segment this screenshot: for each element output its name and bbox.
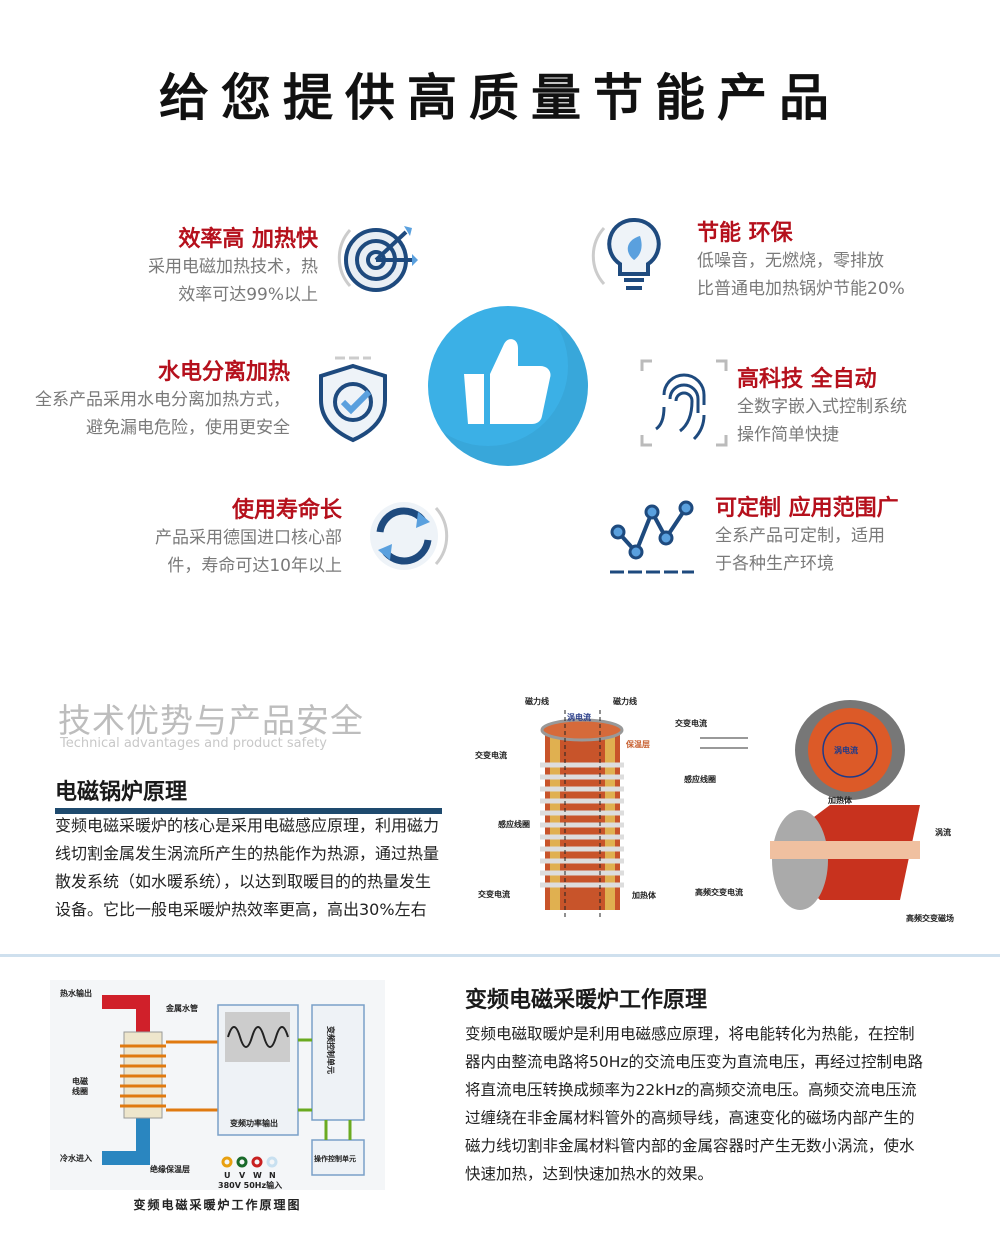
principle1-text: 变频电磁采暖炉的核心是采用电磁感应原理，利用磁力 线切割金属发生涡流所产生的热能…	[55, 812, 439, 924]
text-line: 过缠绕在非金属材料管外的高频导线，高速变化的磁场内部产生的	[465, 1109, 915, 1127]
feature-automation: 高科技 全自动 全数字嵌入式控制系统 操作简单快捷	[737, 361, 907, 449]
principle2-heading: 变频电磁采暖炉工作原理	[465, 988, 708, 1013]
feature-title: 使用寿命长	[231, 498, 342, 523]
label: 交变电流	[475, 750, 507, 760]
feature-title: 水电分离加热	[157, 360, 290, 385]
text-line: 线切割金属发生涡流所产生的热能作为热源，通过热量	[55, 844, 440, 863]
label: U	[224, 1171, 231, 1180]
feature-desc: 操作简单快捷	[737, 425, 839, 445]
refresh-icon	[370, 502, 449, 570]
label: 操作控制单元	[314, 1154, 356, 1163]
label: 磁力线	[613, 696, 637, 706]
label: 线圈	[72, 1086, 88, 1096]
label: 感应线圈	[498, 819, 530, 829]
induction-diagram: 磁力线 磁力线 涡电流 保温层 交变电流 感应线圈 交变电流 加热体 交变电流 …	[475, 696, 954, 923]
principle2-text: 变频电磁取暖炉是利用电磁感应原理，将电能转化为热能，在控制 器内由整流电路将50…	[465, 1020, 923, 1188]
feature-desc: 产品采用德国进口核心部	[155, 528, 342, 548]
label: 热水输出	[60, 988, 92, 998]
feature-title: 可定制 应用范围广	[715, 496, 899, 521]
feature-desc: 效率可达99%以上	[178, 285, 318, 305]
text-line: 变频电磁取暖炉是利用电磁感应原理，将电能转化为热能，在控制	[465, 1025, 915, 1043]
feature-desc: 全系产品可定制，适用	[715, 526, 885, 546]
feature-desc: 于各种生产环境	[715, 554, 834, 574]
feature-title: 效率高 加热快	[178, 227, 318, 252]
label: 涡流	[935, 827, 951, 837]
text-line: 将直流电压转换成频率为22kHz的高频交流电压。高频交流电压流	[465, 1081, 917, 1099]
diagram-caption: 变频电磁采暖炉工作原理图	[133, 1198, 302, 1212]
label: N	[269, 1171, 276, 1180]
fingerprint-icon	[640, 359, 728, 447]
label: 加热体	[827, 795, 853, 805]
feature-separation: 水电分离加热 全系产品采用水电分离加热方式， 避免漏电危险，使用更安全	[35, 354, 290, 442]
feature-title: 高科技 全自动	[737, 367, 877, 392]
label: 380V 50Hz输入	[218, 1180, 282, 1190]
label: 交变电流	[675, 718, 707, 728]
label: 绝缘保温层	[150, 1164, 190, 1174]
feature-desc: 件，寿命可达10年以上	[167, 556, 342, 576]
page-title: 给您提供高质量节能产品	[159, 69, 841, 127]
feature-lifespan: 使用寿命长 产品采用德国进口核心部 件，寿命可达10年以上	[155, 492, 342, 580]
principle1-heading: 电磁锅炉原理	[55, 780, 188, 805]
feature-efficiency: 效率高 加热快 采用电磁加热技术，热 效率可达99%以上	[148, 221, 318, 309]
feature-desc: 采用电磁加热技术，热	[148, 257, 318, 277]
text-line: 快速加热，达到快速加热水的效果。	[465, 1165, 714, 1183]
working-principle-diagram: 热水输出 金属水管 电磁 线圈 冷水进入 绝缘保温层 变频功率输出 变频控制单元…	[50, 980, 385, 1190]
feature-desc: 全系产品采用水电分离加热方式，	[35, 390, 290, 410]
label: 磁力线	[525, 696, 549, 706]
label: 变频控制单元	[326, 1026, 336, 1074]
feature-eco: 节能 环保 低噪音，无燃烧，零排放 比普通电加热锅炉节能20%	[697, 215, 905, 303]
target-icon	[337, 226, 418, 292]
text-line: 设备。它比一般电采暖炉热效率更高，高出30%左右	[55, 900, 427, 919]
label: 电磁	[72, 1076, 88, 1086]
feature-desc: 比普通电加热锅炉节能20%	[697, 279, 905, 299]
section-subtitle: Technical advantages and product safety	[60, 736, 327, 751]
feature-desc: 避免漏电危险，使用更安全	[86, 418, 290, 438]
feature-custom: 可定制 应用范围广 全系产品可定制，适用 于各种生产环境	[715, 490, 899, 578]
label: 高频交变磁场	[906, 913, 954, 923]
section-divider	[0, 954, 1000, 957]
feature-title: 节能 环保	[697, 221, 793, 246]
text-line: 变频电磁采暖炉的核心是采用电磁感应原理，利用磁力	[55, 816, 440, 835]
label: 涡电流	[567, 712, 591, 722]
label: 交变电流	[478, 889, 510, 899]
thumbs-up-badge	[428, 306, 588, 466]
feature-desc: 全数字嵌入式控制系统	[737, 397, 907, 417]
heading-underline	[55, 808, 442, 814]
label: 感应线圈	[684, 774, 716, 784]
label: 涡电流	[834, 745, 858, 755]
label: 加热体	[631, 890, 657, 900]
text-line: 散发系统（如水暖系统），以达到取暖目的的热量发生	[55, 872, 432, 891]
thumbs-up-icon	[464, 339, 551, 424]
label: 冷水进入	[60, 1153, 92, 1163]
line-graph-icon	[610, 500, 694, 574]
label: 保温层	[625, 739, 650, 749]
section-title: 技术优势与产品安全	[58, 701, 364, 740]
text-line: 磁力线切割非金属材料管内部的金属容器时产生无数小涡流，使水	[465, 1137, 915, 1155]
lightbulb-leaf-icon	[591, 217, 661, 290]
shield-check-icon	[319, 356, 387, 443]
label: 金属水管	[165, 1003, 198, 1013]
label: 变频功率输出	[230, 1118, 278, 1128]
text-line: 器内由整流电路将50Hz的交流电压变为直流电压，再经过控制电路	[465, 1053, 924, 1071]
feature-desc: 低噪音，无燃烧，零排放	[697, 251, 884, 271]
label: 高频交变电流	[695, 887, 743, 897]
label: W	[253, 1171, 262, 1180]
label: V	[239, 1171, 246, 1180]
